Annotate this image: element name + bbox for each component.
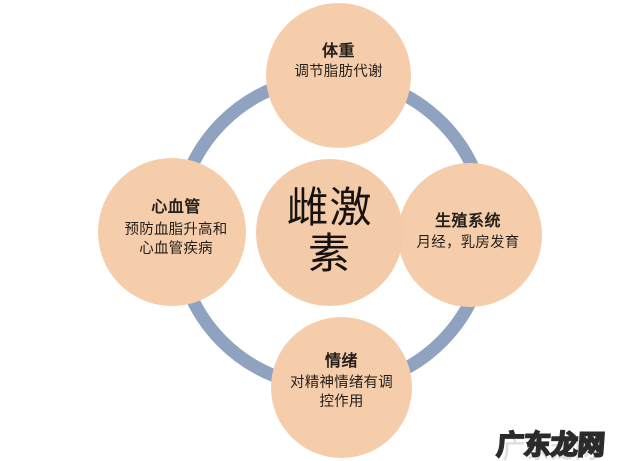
node-mood[interactable]: 情绪 对精神情绪有调控作用 (271, 317, 412, 458)
node-mood-desc: 对精神情绪有调控作用 (290, 375, 393, 410)
node-weight[interactable]: 体重 调节脂肪代谢 (266, 3, 411, 148)
watermark-text: 广东龙网 (495, 429, 607, 461)
node-cardiovascular-title: 心血管 (151, 199, 201, 217)
node-weight-title: 体重 (321, 43, 355, 60)
node-reproductive-system[interactable]: 生殖系统 月经，乳房发育 (398, 163, 542, 307)
node-cardiovascular[interactable]: 心血管 预防血脂升高和心血管疾病 (98, 158, 246, 306)
node-weight-desc: 调节脂肪代谢 (294, 64, 383, 81)
node-reproductive-system-desc: 月经，乳房发育 (416, 235, 520, 252)
node-center-estrogen[interactable]: 雌激素 (256, 159, 403, 306)
node-reproductive-system-title: 生殖系统 (434, 212, 501, 230)
center-label: 雌激素 (286, 186, 373, 278)
node-cardiovascular-desc: 预防血脂升高和心血管疾病 (124, 221, 228, 257)
watermark-ghost-text: 广东龙网 (503, 438, 600, 461)
node-mood-title: 情绪 (324, 353, 358, 370)
watermark: 广东龙网 广东龙网 (495, 418, 637, 461)
